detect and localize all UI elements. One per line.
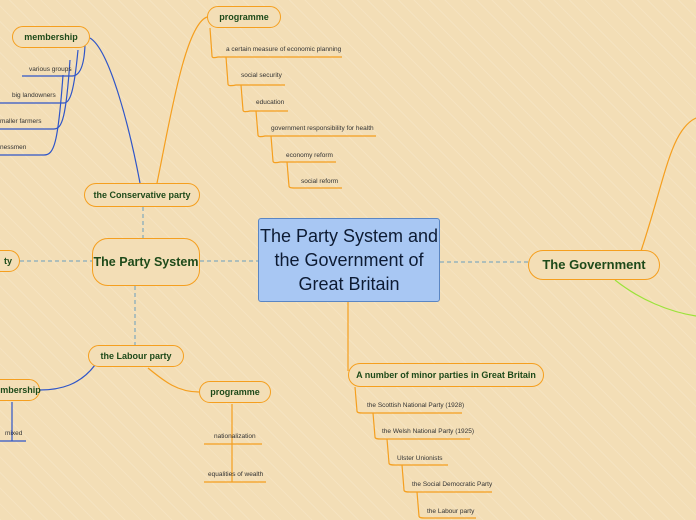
- conservative-programme-label: programme: [219, 12, 269, 22]
- central-topic[interactable]: The Party System and the Government of G…: [258, 218, 440, 302]
- minor-parties-node[interactable]: A number of minor parties in Great Brita…: [348, 363, 544, 387]
- minor-party-item[interactable]: the Labour party: [427, 508, 475, 515]
- programme-item[interactable]: nationalization: [214, 433, 256, 440]
- labour-party-label: the Labour party: [100, 351, 172, 361]
- party-system-node[interactable]: The Party System: [92, 238, 200, 286]
- programme-item[interactable]: education: [256, 99, 285, 106]
- minor-party-item[interactable]: Ulster Unionists: [397, 455, 443, 462]
- labour-programme-node[interactable]: programme: [199, 381, 271, 403]
- minor-parties-label: A number of minor parties in Great Brita…: [356, 370, 536, 380]
- government-label: The Government: [542, 257, 646, 272]
- labour-programme-label: programme: [210, 387, 260, 397]
- labour-party-node[interactable]: the Labour party: [88, 345, 184, 367]
- party-system-label: The Party System: [93, 255, 199, 269]
- programme-item[interactable]: social security: [241, 72, 282, 79]
- membership-item[interactable]: mixed: [5, 430, 23, 437]
- programme-item[interactable]: government responsibility for health: [271, 125, 374, 132]
- conservative-programme-node[interactable]: programme: [207, 6, 281, 28]
- cut-off-node[interactable]: ty: [0, 250, 20, 272]
- conservative-party-node[interactable]: the Conservative party: [84, 183, 200, 207]
- minor-party-item[interactable]: the Social Democratic Party: [412, 481, 493, 488]
- programme-item[interactable]: equalities of wealth: [208, 471, 264, 478]
- membership-item[interactable]: maller farmers: [0, 118, 42, 125]
- minor-party-item[interactable]: the Scottish National Party (1928): [367, 402, 465, 409]
- programme-item[interactable]: social reform: [301, 178, 339, 185]
- central-topic-label: The Party System and the Government of G…: [259, 226, 439, 294]
- cut-off-label: ty: [3, 256, 12, 266]
- programme-item[interactable]: a certain measure of economic planning: [226, 46, 342, 53]
- labour-membership-node[interactable]: embership: [0, 379, 41, 401]
- programme-item[interactable]: economy reform: [286, 152, 333, 159]
- membership-item[interactable]: big landowners: [12, 92, 56, 99]
- conservative-party-label: the Conservative party: [93, 190, 191, 200]
- membership-item[interactable]: nessmen: [0, 144, 27, 151]
- labour-membership-label: embership: [0, 385, 41, 395]
- minor-party-item[interactable]: the Welsh National Party (1925): [382, 428, 475, 435]
- conservative-membership-node[interactable]: membership: [12, 26, 90, 48]
- membership-item[interactable]: various groups: [29, 66, 72, 73]
- government-node[interactable]: The Government: [528, 250, 660, 280]
- conservative-membership-label: membership: [24, 32, 78, 42]
